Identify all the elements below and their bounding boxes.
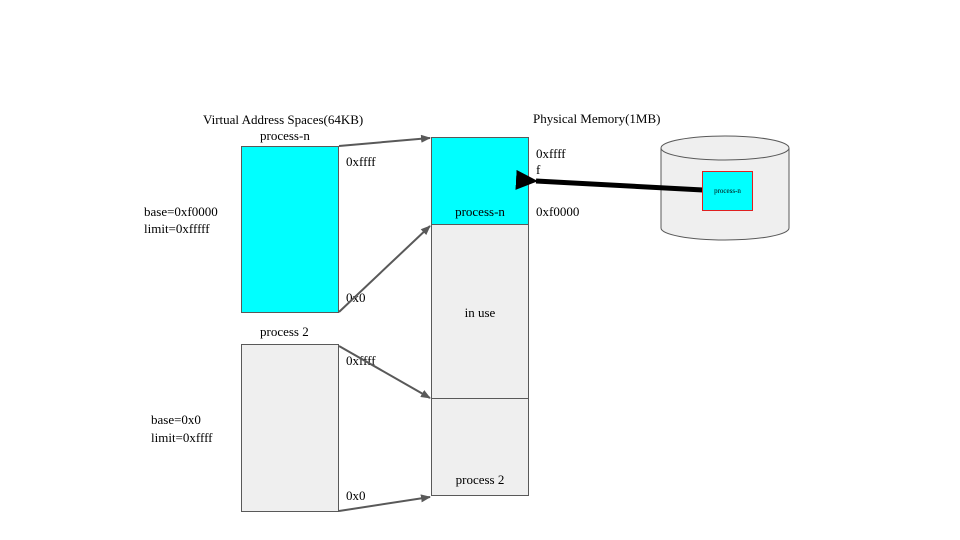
virtual-space-process-2	[241, 344, 339, 512]
arrow-swap-in	[515, 169, 704, 193]
physical-top-address: 0xffff	[536, 146, 566, 161]
process-2-top-address: 0xffff	[346, 353, 376, 368]
physical-memory-heading: Physical Memory(1MB)	[533, 111, 661, 126]
process-2-base-register: base=0x0	[151, 412, 201, 427]
arrow-process-n-top	[338, 134, 431, 147]
physical-segment-in-use-label: in use	[464, 305, 496, 320]
disk-process-n-chip: process-n	[702, 171, 753, 211]
physical-segment-process-2: process 2	[431, 398, 529, 496]
physical-segment-process-n-label: process-n	[455, 204, 505, 219]
process-n-base-register: base=0xf0000	[144, 204, 218, 219]
process-n-top-address: 0xffff	[346, 154, 376, 169]
arrow-process-2-bottom	[338, 494, 431, 512]
process-n-limit-register: limit=0xfffff	[144, 221, 210, 236]
arrow-process-2-top	[338, 345, 431, 399]
physical-segment-process-n: process-n	[431, 137, 529, 225]
arrow-process-n-bottom	[338, 225, 431, 313]
virtual-address-spaces-heading: Virtual Address Spaces(64KB)	[203, 112, 364, 127]
process-2-bottom-address: 0x0	[346, 488, 366, 503]
physical-segment-process-2-label: process 2	[455, 472, 505, 487]
process-n-title: process-n	[260, 128, 310, 143]
process-2-title: process 2	[260, 324, 309, 339]
physical-segment-in-use: in use	[431, 224, 529, 399]
process-2-limit-register: limit=0xffff	[151, 430, 213, 445]
physical-split-address: 0xf0000	[536, 204, 580, 219]
virtual-space-process-n	[241, 146, 339, 313]
physical-top-address-wrap: f	[536, 162, 541, 177]
